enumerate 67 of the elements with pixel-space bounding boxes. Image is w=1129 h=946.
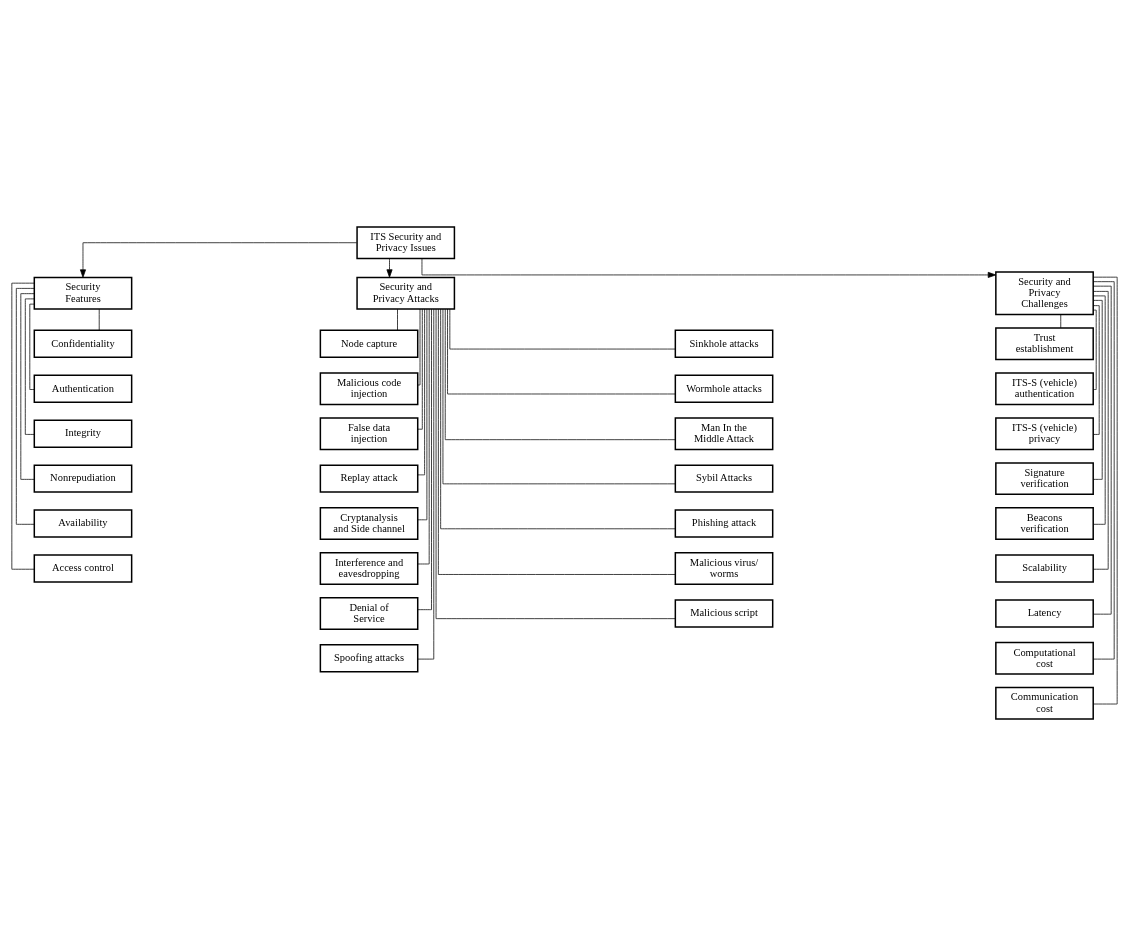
node-box: Malicious script [674, 599, 774, 628]
node-box: Security Features [33, 276, 133, 310]
node-box: Confidentiality [33, 329, 133, 359]
connector [449, 308, 676, 350]
connector [417, 308, 435, 660]
connector [442, 308, 676, 485]
node-box: ITS-S (vehicle) privacy [995, 417, 1094, 451]
connector [1092, 285, 1112, 615]
node-box: Malicious virus/ worms [674, 552, 774, 585]
node-box: Computational cost [995, 641, 1094, 675]
node-box: False data injection [319, 417, 419, 451]
node-box: Communication cost [995, 686, 1094, 720]
node-box: Beacons verification [995, 507, 1094, 541]
node-box: Security and Privacy Attacks [356, 276, 456, 310]
connector [1093, 300, 1103, 480]
node-box: Scalability [995, 554, 1094, 583]
connector [444, 308, 676, 441]
connector [447, 308, 676, 395]
connector [24, 298, 35, 435]
node-box: ITS Security and Privacy Issues [356, 226, 456, 260]
connector [438, 308, 676, 575]
connector [440, 308, 676, 530]
node-box: Interference and eavesdropping [319, 552, 419, 585]
node-box: Replay attack [319, 464, 419, 493]
node-box: Latency [995, 599, 1094, 628]
node-box: Signature verification [995, 462, 1094, 496]
arrow [421, 258, 997, 278]
connector [20, 293, 35, 480]
connector [15, 288, 35, 525]
arrow [79, 242, 358, 278]
node-box: Sinkhole attacks [674, 329, 774, 359]
connector [435, 308, 676, 620]
node-box: ITS-S (vehicle) authentication [995, 372, 1094, 406]
node-box: Node capture [319, 329, 419, 359]
node-box: Integrity [33, 419, 133, 448]
connector [1060, 314, 1062, 329]
connector [417, 308, 425, 476]
connector [1092, 305, 1100, 435]
node-box: Availability [33, 509, 133, 538]
arrow [386, 258, 393, 278]
connector [417, 308, 423, 430]
node-box: Access control [33, 554, 133, 583]
connector [417, 308, 421, 386]
node-box: Sybil Attacks [674, 464, 774, 493]
connector [11, 282, 35, 570]
connector [397, 308, 398, 331]
node-box: Denial of Service [319, 596, 419, 630]
connector [1092, 281, 1115, 660]
connector [417, 308, 432, 611]
connector [417, 308, 430, 565]
node-box: Trust establishment [995, 327, 1094, 361]
node-box: Wormhole attacks [674, 374, 774, 403]
connector [1093, 295, 1106, 525]
node-box: Authentication [33, 374, 133, 403]
connector [29, 303, 35, 390]
node-box: Nonrepudiation [33, 464, 133, 493]
connector [1093, 291, 1109, 570]
connector [1093, 309, 1097, 390]
node-box: Spoofing attacks [319, 644, 419, 673]
node-box: Man In the Middle Attack [674, 417, 774, 451]
node-box: Phishing attack [674, 509, 774, 538]
node-box: Security and Privacy Challenges [995, 271, 1094, 316]
connector [1093, 276, 1118, 705]
connector [98, 308, 100, 331]
node-box: Cryptanalysis and Side channel [319, 507, 419, 541]
connector [417, 308, 428, 521]
node-box: Malicious code injection [319, 372, 419, 406]
